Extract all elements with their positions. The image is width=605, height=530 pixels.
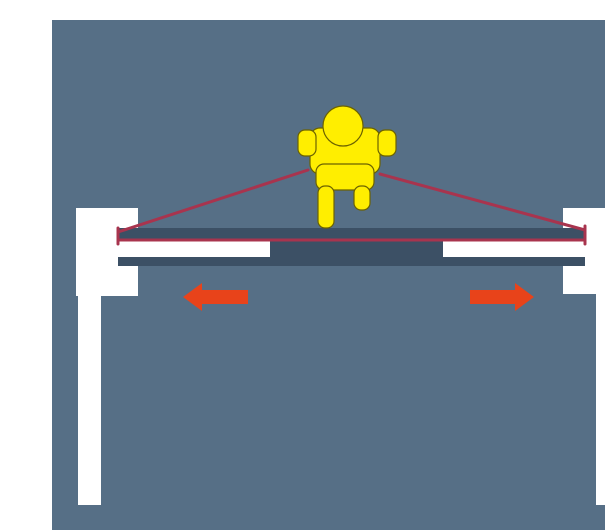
right-door-panel [443,241,585,257]
left-wall-post [78,292,101,505]
arrow-left-icon [183,283,248,311]
left-door-panel [118,241,270,257]
right-wall-post [596,290,605,505]
arrow-right-icon [470,283,534,311]
sensor-line-right [378,172,587,232]
sensor-line-left [116,168,310,234]
sensor-detection-zone [116,168,587,246]
person-icon [297,105,397,229]
floor-area [52,20,605,530]
